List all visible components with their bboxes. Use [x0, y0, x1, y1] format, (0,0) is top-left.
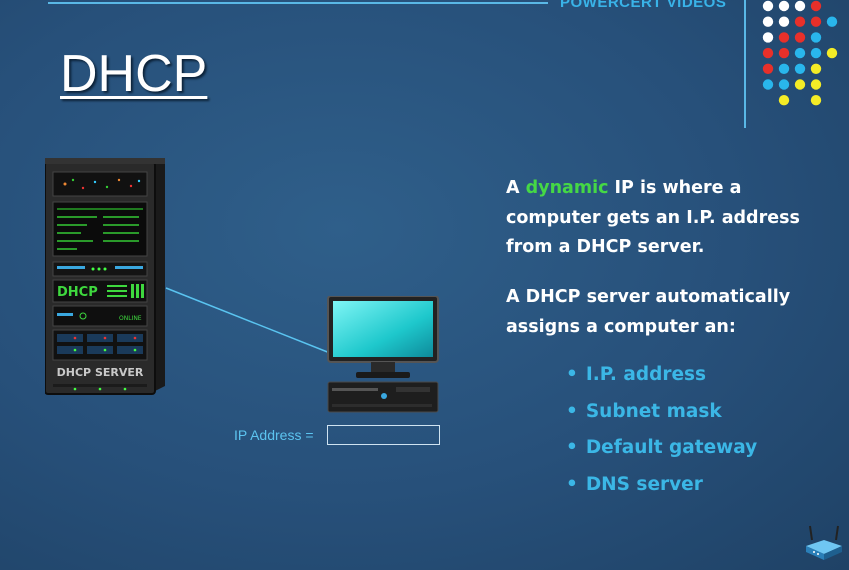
- vertical-divider-line: [744, 0, 746, 128]
- decorative-dot: [778, 95, 790, 106]
- decorative-dot: [810, 79, 822, 90]
- server-panel-text: DHCP: [57, 285, 98, 300]
- decorative-dot: [778, 16, 790, 27]
- decorative-dot: [778, 63, 790, 74]
- server-status-text: ONLINE: [119, 315, 142, 322]
- paragraph1-after: IP is where a computer gets an I.P. addr…: [506, 178, 800, 257]
- decorative-dot: [794, 63, 806, 74]
- top-divider-line: [48, 2, 548, 4]
- decorative-dot: [810, 32, 822, 43]
- decorative-dot: [762, 47, 774, 59]
- list-item: •Default gateway: [566, 437, 758, 458]
- server-label: DHCP SERVER: [57, 366, 144, 379]
- decorative-dot-grid: [762, 0, 838, 106]
- list-item: •DNS server: [566, 473, 703, 495]
- ip-address-field: [327, 425, 440, 445]
- dhcp-assignment-list: •I.P. address •Subnet mask •Default gate…: [566, 362, 757, 508]
- decorative-dot: [794, 47, 806, 59]
- dynamic-highlight: dynamic: [525, 178, 609, 198]
- dhcp-server-rack-icon: DHCP ONLINE DHCP SERVER: [45, 158, 165, 395]
- decorative-dot: [778, 32, 790, 43]
- decorative-dot: [794, 16, 806, 27]
- decorative-dot: [810, 0, 822, 12]
- decorative-dot: [778, 79, 790, 90]
- list-item: •Subnet mask: [566, 400, 722, 422]
- decorative-dot: [810, 47, 822, 59]
- router-icon: [806, 525, 842, 560]
- decorative-dot: [762, 16, 774, 27]
- decorative-dot: [778, 47, 790, 59]
- decorative-dot: [826, 16, 838, 27]
- slide-title: DHCP: [60, 45, 208, 103]
- decorative-dot: [810, 63, 822, 74]
- decorative-dot: [794, 32, 806, 43]
- decorative-dot: [794, 79, 806, 90]
- decorative-dot: [762, 0, 774, 12]
- decorative-dot: [810, 95, 822, 106]
- ip-address-label: IP Address =: [234, 427, 314, 443]
- computer-icon: [327, 296, 439, 413]
- decorative-dot: [778, 0, 790, 12]
- decorative-dot: [826, 47, 838, 59]
- brand-label: POWERCERT VIDEOS: [560, 0, 727, 11]
- list-item: •I.P. address: [566, 364, 707, 385]
- decorative-dot: [810, 16, 822, 27]
- paragraph1-before: A: [506, 178, 526, 198]
- decorative-dot: [762, 63, 774, 74]
- decorative-dot: [794, 0, 806, 12]
- dhcp-server-paragraph: A DHCP server automatically assigns a co…: [506, 287, 791, 337]
- decorative-dot: [762, 32, 774, 43]
- dynamic-ip-paragraph: A dynamic IP is where a computer gets an…: [506, 174, 836, 263]
- decorative-dot: [762, 79, 774, 90]
